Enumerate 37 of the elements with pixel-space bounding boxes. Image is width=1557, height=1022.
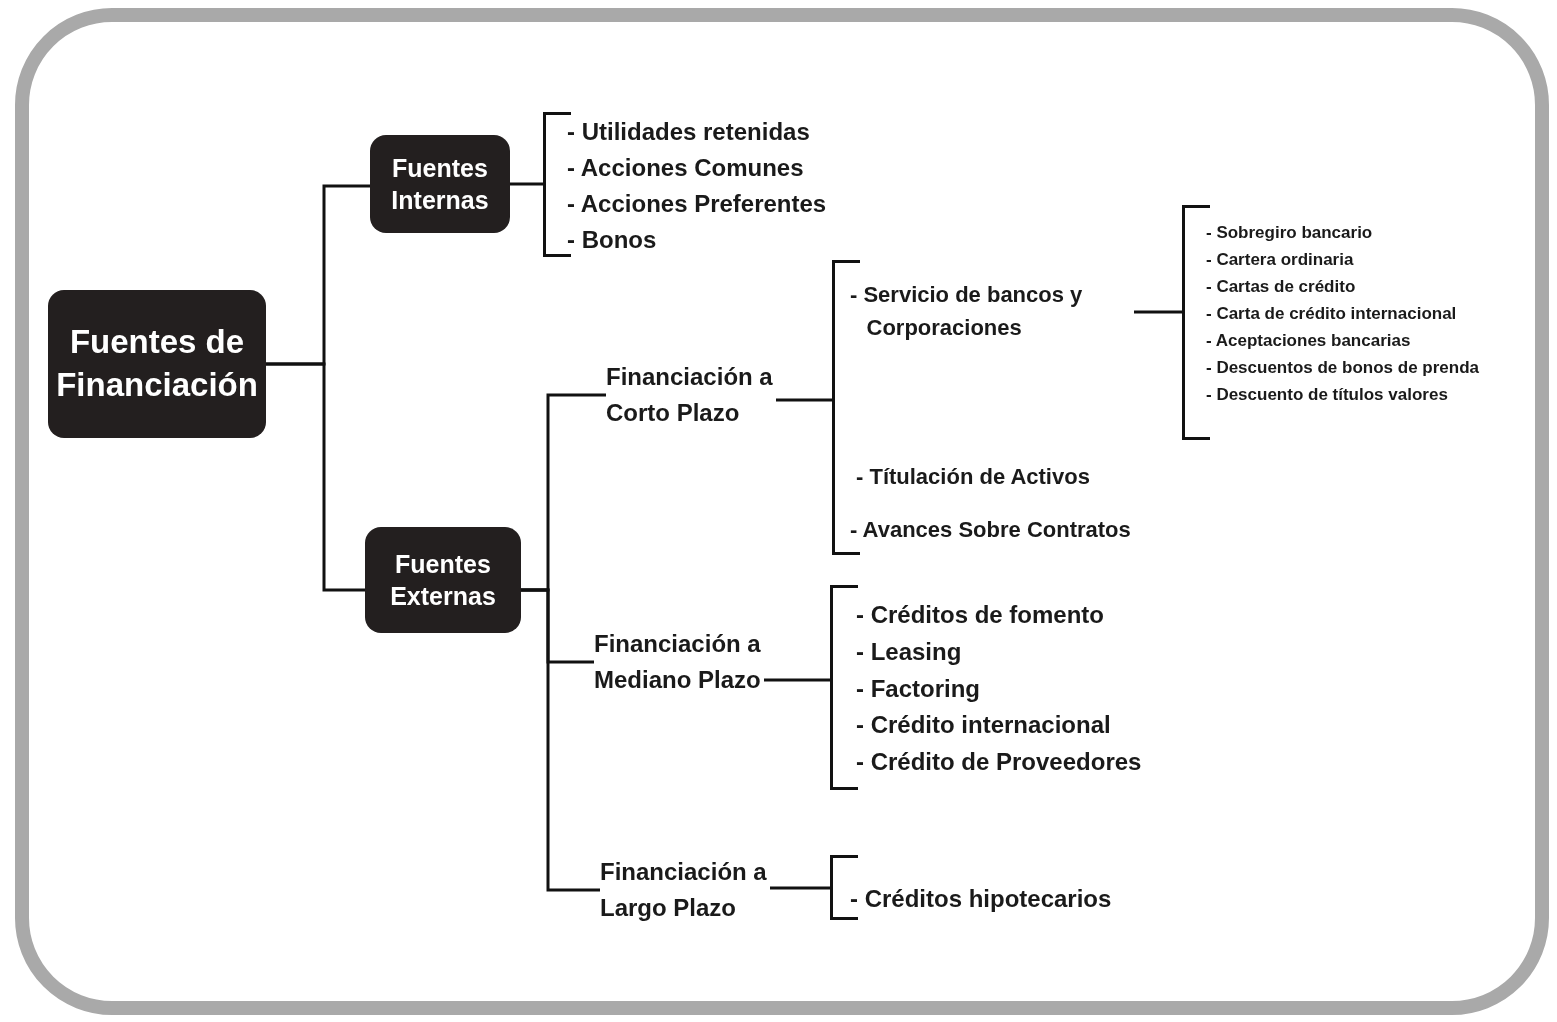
list-item: - Aceptaciones bancarias [1206,330,1411,352]
list-item: - Servicio de bancos y Corporaciones [850,281,1084,342]
box-title: Fuentes Externas [389,548,497,612]
list-item: - Créditos de fomento [856,600,1104,630]
list-item: - Utilidades retenidas [567,117,810,147]
box-title: Fuentes Internas [390,152,490,216]
list-item: - Acciones Preferentes [567,189,827,219]
list-item: - Crédito internacional [856,710,1111,740]
connector-line [764,678,830,682]
list-item: - Sobregiro bancario [1206,222,1373,244]
list-item: - Leasing [856,637,962,667]
connector-line [776,398,832,402]
term-label: Financiación a Corto Plazo [606,362,774,428]
bracket-list [1182,205,1482,440]
list-item: - Créditos hipotecarios [850,884,1112,914]
list-item: - Carta de crédito internacional [1206,303,1457,325]
list-item: - Títulación de Activos [856,463,1090,491]
category-box [370,135,510,233]
list-item: - Avances Sobre Contratos [850,516,1131,544]
connector-line [770,886,830,890]
list-item: - Descuentos de bonos de prenda [1206,357,1479,379]
list-item: - Descuento de títulos valores [1206,384,1448,406]
box-title: Fuentes de Financiación [55,322,259,405]
connector-line [1134,310,1182,314]
term-label: Financiación a Largo Plazo [600,857,768,923]
list-item: - Bonos [567,225,657,255]
list-item: - Cartera ordinaria [1206,249,1354,271]
category-box [365,527,521,633]
connector-line [521,588,600,892]
list-item: - Factoring [856,674,980,704]
list-item: - Crédito de Proveedores [856,747,1142,777]
connector-line [510,182,543,186]
root-box [48,290,266,438]
list-item: - Acciones Comunes [567,153,804,183]
term-label: Financiación a Mediano Plazo [594,629,762,695]
connector-line [266,362,365,592]
list-item: - Cartas de crédito [1206,276,1356,298]
